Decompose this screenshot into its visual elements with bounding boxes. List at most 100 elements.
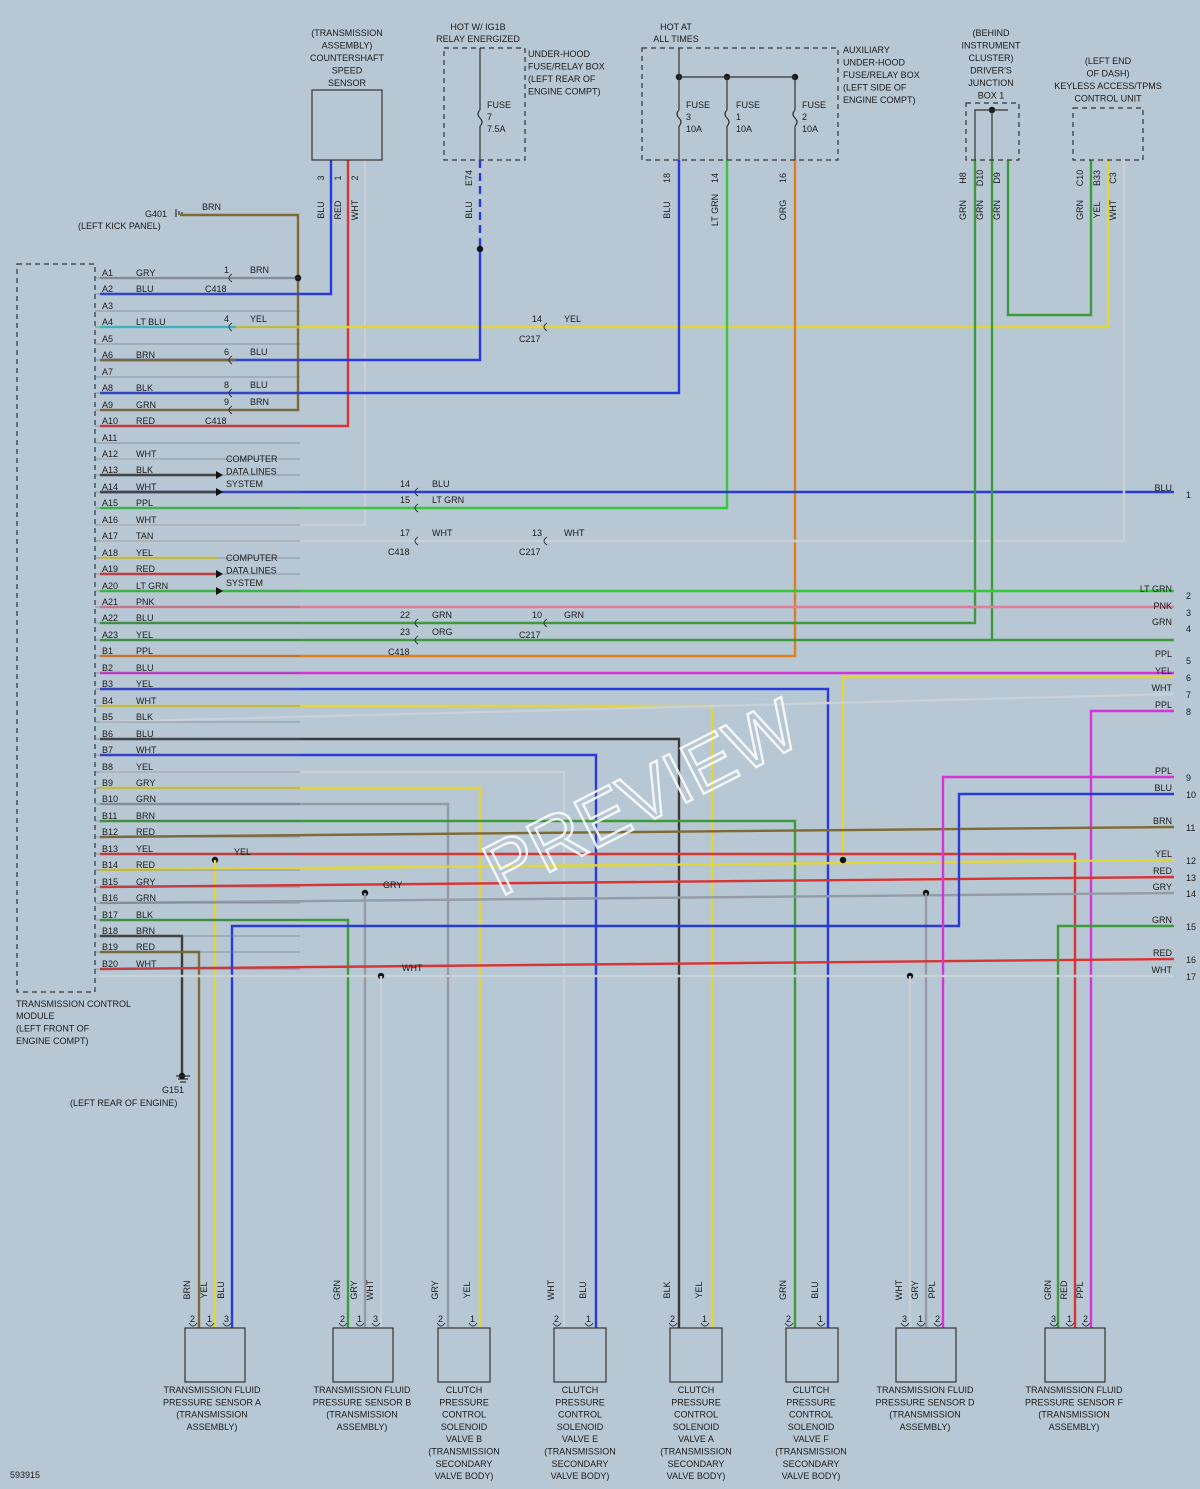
connector-mark bbox=[228, 355, 233, 365]
ref-number: 2 bbox=[1186, 591, 1191, 601]
wire-color-label: BLU bbox=[810, 1281, 820, 1299]
wire-color-label: YEL bbox=[199, 1281, 209, 1298]
ref14-wire bbox=[99, 891, 1175, 905]
arrow-icon bbox=[216, 488, 223, 496]
circuit-number: 17 bbox=[400, 528, 410, 538]
ref-number: 9 bbox=[1186, 773, 1191, 783]
pin-label: 2 bbox=[670, 1314, 675, 1324]
wire-color: YEL bbox=[564, 314, 581, 324]
circuit-number: 10 bbox=[532, 610, 542, 620]
keyless-box bbox=[1072, 107, 1144, 161]
wire-color: BRN bbox=[202, 202, 221, 212]
pin-color: BLK bbox=[136, 712, 153, 722]
connector-mark bbox=[414, 503, 419, 513]
pin-id: A19 bbox=[102, 564, 118, 574]
pin-id: B14 bbox=[102, 860, 118, 870]
pin-color: GRY bbox=[136, 778, 155, 788]
ref-color: RED bbox=[1153, 948, 1173, 958]
pin-color: GRN bbox=[136, 794, 156, 804]
circuit-number: 13 bbox=[532, 528, 542, 538]
c418-label: C418 bbox=[388, 647, 410, 657]
connector-mark bbox=[784, 1322, 794, 1327]
ref-number: 1 bbox=[1186, 490, 1191, 500]
wire-color: LT GRN bbox=[432, 495, 464, 505]
ref-color: RED bbox=[1153, 866, 1173, 876]
pin-label: 1 bbox=[818, 1314, 823, 1324]
ground-icon bbox=[176, 1075, 190, 1083]
pin-label: B33 bbox=[1092, 170, 1102, 186]
sensor-b-grn bbox=[100, 918, 350, 1328]
ref-color: YEL bbox=[1155, 849, 1172, 859]
circuit-number: 14 bbox=[532, 314, 542, 324]
ground-icon bbox=[175, 209, 183, 217]
ref15-wire bbox=[1056, 924, 1174, 1328]
wire-color: YEL bbox=[250, 314, 267, 324]
pin-color: YEL bbox=[136, 548, 153, 558]
solenoid-f-grn bbox=[100, 819, 797, 1328]
circuit-number: 4 bbox=[224, 314, 229, 324]
pin-id: A14 bbox=[102, 482, 118, 492]
wire-color-label: GRN bbox=[332, 1280, 342, 1300]
pin-color: GRN bbox=[136, 893, 156, 903]
connector-mark bbox=[700, 1322, 710, 1327]
pin-color: RED bbox=[136, 827, 156, 837]
wire-color-label: WHT bbox=[365, 1279, 375, 1300]
ref-number: 8 bbox=[1186, 707, 1191, 717]
pin-id: B20 bbox=[102, 959, 118, 969]
pin-color: BLU bbox=[136, 729, 154, 739]
pin-id: B15 bbox=[102, 877, 118, 887]
under-hood-box bbox=[443, 47, 526, 161]
pin-label: E74 bbox=[464, 170, 474, 186]
pin-color: GRN bbox=[136, 400, 156, 410]
connector-mark bbox=[900, 1322, 910, 1327]
pin-color: WHT bbox=[136, 745, 157, 755]
ref-color: LT GRN bbox=[1140, 584, 1172, 594]
pin-id: A17 bbox=[102, 531, 118, 541]
connector-mark bbox=[468, 1322, 478, 1327]
pin-id: A6 bbox=[102, 350, 113, 360]
wire-color-label: GRY bbox=[430, 1280, 440, 1299]
splice-dot bbox=[476, 245, 484, 253]
fuse1-wire bbox=[100, 160, 729, 510]
connector-mark bbox=[222, 1322, 232, 1327]
wire-color-label: BLU bbox=[216, 1281, 226, 1299]
pin-color: PNK bbox=[136, 597, 155, 607]
bottom-component-box bbox=[785, 1327, 839, 1383]
fuse2-wire bbox=[100, 160, 797, 658]
wire-color-label: GRN bbox=[992, 200, 1002, 220]
connector-mark bbox=[668, 1322, 678, 1327]
g401-wire bbox=[100, 213, 300, 412]
pin-label: 2 bbox=[190, 1314, 195, 1324]
ref-color: PPL bbox=[1155, 766, 1172, 776]
pin-label: C10 bbox=[1075, 170, 1085, 187]
connector-mark bbox=[436, 1322, 446, 1327]
wire-color: WHT bbox=[432, 528, 453, 538]
pin-label: 3 bbox=[902, 1314, 907, 1324]
connector-mark bbox=[543, 322, 548, 332]
wire-color: BRN bbox=[250, 397, 269, 407]
wire-color-label: LT GRN bbox=[710, 194, 720, 226]
pin-label: 1 bbox=[470, 1314, 475, 1324]
connector-mark bbox=[355, 1322, 365, 1327]
pin-label: C3 bbox=[1108, 172, 1118, 184]
pin-label: 1 bbox=[1067, 1314, 1072, 1324]
pin-label: 3 bbox=[373, 1314, 378, 1324]
connector-mark bbox=[228, 273, 233, 283]
pin-label: 1 bbox=[357, 1314, 362, 1324]
solenoid-f-blu bbox=[100, 687, 830, 1328]
fuse-symbol bbox=[477, 109, 483, 127]
connector-mark bbox=[1081, 1322, 1091, 1327]
wire-color-label: WHT bbox=[1108, 199, 1118, 220]
wire-color-label: GRN bbox=[778, 1280, 788, 1300]
pin-id: A11 bbox=[102, 433, 117, 443]
